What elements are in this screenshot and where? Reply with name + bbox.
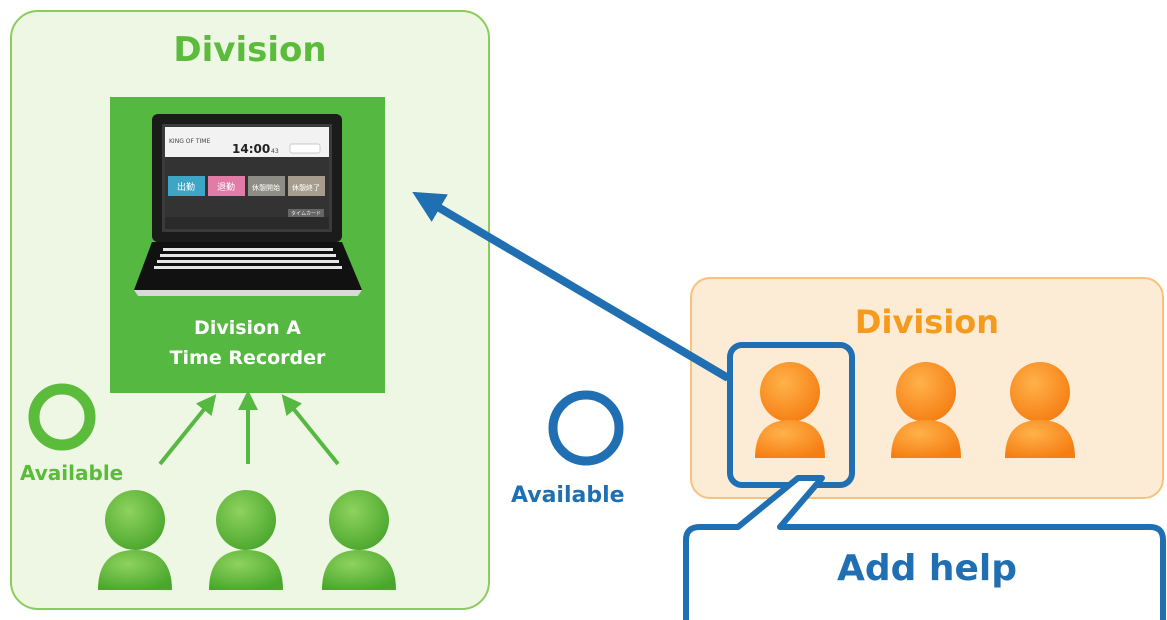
laptop-break-end-button bbox=[288, 176, 325, 196]
person-icon bbox=[891, 362, 961, 458]
laptop-clock-out-button bbox=[208, 176, 245, 196]
laptop-break-start-button bbox=[248, 176, 285, 196]
arrow-left-person bbox=[158, 394, 217, 466]
help-arrow bbox=[412, 191, 731, 382]
person-icon bbox=[322, 490, 396, 590]
laptop-seconds-text: 43 bbox=[271, 148, 279, 155]
available-circle-icon bbox=[28, 383, 96, 451]
laptop-clock-in-label: 出勤 bbox=[177, 181, 195, 193]
person-icon bbox=[98, 490, 172, 590]
available-label-middle: Available bbox=[511, 483, 625, 508]
laptop-clock-out-label: 退勤 bbox=[217, 181, 235, 193]
person-icon bbox=[209, 490, 283, 590]
laptop-mode-button-label: タイムカード bbox=[291, 210, 321, 217]
laptop-break-end-label: 休憩終了 bbox=[292, 183, 320, 192]
available-label-left: Available bbox=[20, 461, 124, 485]
left-division-title: Division bbox=[173, 30, 327, 70]
right-division-title: Division bbox=[854, 303, 1000, 341]
add-help-label: Add help bbox=[836, 548, 1018, 589]
recorder-label-line2: Time Recorder bbox=[169, 347, 326, 369]
laptop-clock-in-button bbox=[168, 176, 205, 196]
time-recorder-label: Division A Time Recorder bbox=[110, 313, 385, 373]
recorder-label-line1: Division A bbox=[194, 317, 301, 339]
callout-bubble bbox=[683, 475, 1166, 620]
person-icon bbox=[755, 362, 825, 458]
laptop-time-text: 14:00 bbox=[232, 142, 270, 156]
laptop-brand-text: KING OF TIME bbox=[169, 138, 210, 145]
person-icon bbox=[1005, 362, 1075, 458]
laptop-icon: KING OF TIME 14:00 43 出勤 退勤 休憩開始 休憩終了 タイ… bbox=[134, 114, 362, 296]
available-circle-blue-icon bbox=[548, 390, 624, 466]
laptop-break-start-label: 休憩開始 bbox=[252, 183, 280, 192]
arrow-right-person bbox=[281, 394, 340, 466]
